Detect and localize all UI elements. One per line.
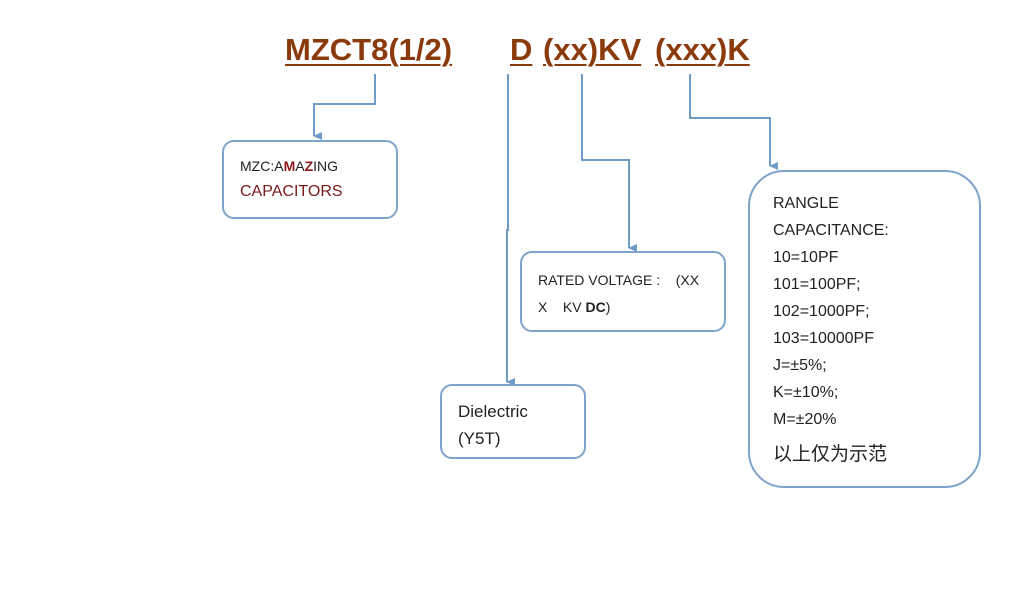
capacitance-line: 10=10PF <box>773 249 839 266</box>
tolerance-line: M=±20% <box>773 411 837 428</box>
code-part-voltage: (xx)KV <box>543 32 642 67</box>
rated-voltage-dc: DC <box>585 299 606 315</box>
capacitance-line: 101=100PF; <box>773 276 861 293</box>
dielectric-box: Dielectric (Y5T) <box>440 384 586 459</box>
dielectric-value: (Y5T) <box>458 429 501 448</box>
mzc-letter-z: Z <box>304 158 314 174</box>
mzc-meaning-box: MZC:AMAZING CAPACITORS <box>222 140 398 219</box>
code-part-capacitance: (xxx)K <box>655 32 750 67</box>
connector-voltage <box>581 74 637 252</box>
example-note: 以上仅为示范 <box>773 443 888 465</box>
rated-voltage-box: RATED VOLTAGE : (XX X KV DC) <box>520 251 726 332</box>
mzc-suffix: ING <box>313 158 339 174</box>
connector-dielectric <box>506 74 515 386</box>
rated-voltage-kv: X KV <box>538 299 586 315</box>
mzc-capacitors-line: CAPACITORS <box>240 183 343 200</box>
mzc-letter-m: M <box>283 158 296 174</box>
capacitance-line: 103=10000PF <box>773 330 874 347</box>
tolerance-line: K=±10%; <box>773 384 839 401</box>
connector-capacitance <box>689 74 778 170</box>
code-part-series: MZCT8(1/2) <box>285 32 453 67</box>
mzc-amazing-line: MZC:AMAZING <box>240 157 396 175</box>
capacitance-line: 102=1000PF; <box>773 303 870 320</box>
capacitance-line: CAPACITANCE: <box>773 222 889 239</box>
mzc-prefix: MZC:A <box>240 158 284 174</box>
code-part-dielectric: D <box>510 32 533 67</box>
rated-voltage-line2: X KV DC) <box>538 294 712 321</box>
rated-voltage-line1: RATED VOLTAGE : (XX <box>538 272 700 288</box>
connector-series <box>313 74 376 140</box>
tolerance-line: J=±5%; <box>773 357 827 374</box>
capacitance-box: RANGLE CAPACITANCE: 10=10PF 101=100PF; 1… <box>748 170 981 488</box>
rated-voltage-close: ) <box>605 299 611 315</box>
mzc-letter-a: A <box>295 158 305 174</box>
capacitance-line: RANGLE <box>773 195 839 212</box>
dielectric-label: Dielectric <box>458 402 528 421</box>
